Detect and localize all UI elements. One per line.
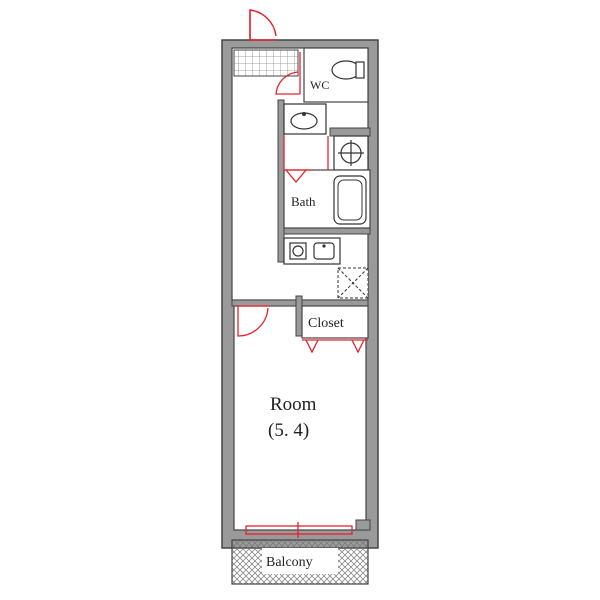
wash-basin bbox=[283, 103, 327, 135]
kitchen-counter bbox=[283, 237, 341, 265]
washer-space bbox=[337, 267, 369, 299]
balcony-window[interactable] bbox=[245, 522, 353, 538]
balcony: Balcony bbox=[231, 539, 369, 585]
bathtub-icon bbox=[333, 175, 367, 225]
closet: Closet bbox=[301, 305, 369, 339]
wc-room: WC bbox=[303, 47, 369, 103]
entrance-door[interactable] bbox=[249, 9, 277, 41]
wc-label: WC bbox=[310, 78, 329, 92]
room-label: Room bbox=[270, 394, 317, 415]
bath-room: Bath bbox=[283, 169, 371, 229]
room-size: (5. 4) bbox=[268, 420, 309, 441]
kitchen-sink-icon bbox=[313, 242, 335, 260]
stove bbox=[333, 135, 369, 171]
closet-label: Closet bbox=[308, 316, 344, 331]
closet-doors[interactable] bbox=[302, 339, 368, 354]
wc-door[interactable] bbox=[275, 52, 301, 95]
room-door[interactable] bbox=[237, 305, 270, 337]
entrance-tile bbox=[233, 49, 299, 77]
cooktop-icon bbox=[289, 242, 307, 260]
balcony-label: Balcony bbox=[266, 555, 313, 570]
bath-door[interactable] bbox=[283, 136, 329, 184]
bath-label: Bath bbox=[291, 194, 316, 209]
